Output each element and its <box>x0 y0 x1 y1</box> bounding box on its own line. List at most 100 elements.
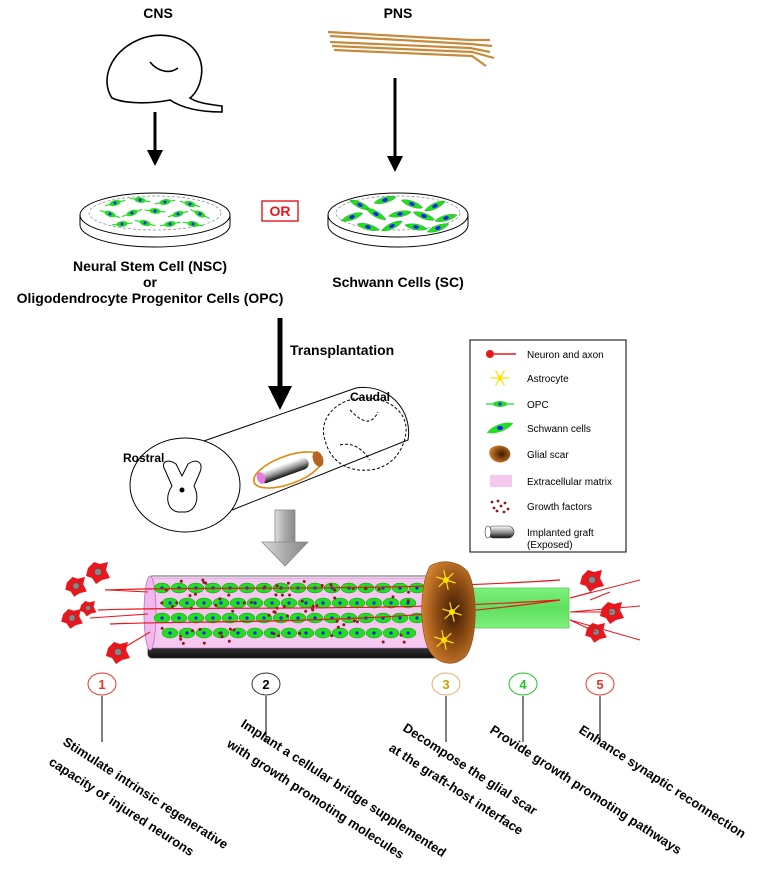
schwann-cell <box>434 214 458 222</box>
astrocyte <box>442 602 462 622</box>
growth-factor-dot <box>267 613 271 617</box>
growth-factor-dot <box>170 604 174 608</box>
graft-cell <box>170 612 188 624</box>
legend-label: Glial scar <box>527 450 569 461</box>
growth-factor-dot <box>311 608 315 612</box>
growth-factor-dot <box>315 604 319 608</box>
axon <box>119 631 151 651</box>
neuron <box>79 601 97 617</box>
step-number: 5 <box>596 677 603 692</box>
growth-factor-dot <box>218 597 222 601</box>
schwann-cell <box>426 223 450 233</box>
graft-cell <box>348 627 366 639</box>
cns-label: CNS <box>143 5 173 21</box>
growth-factor-dot <box>160 626 164 630</box>
neuron <box>86 562 110 584</box>
growth-factor-dot <box>333 588 337 592</box>
opc-cell <box>104 199 126 207</box>
growth-factor-dot <box>193 592 197 596</box>
graft-cell <box>399 597 417 609</box>
growth-factor-dot <box>286 614 289 618</box>
graft-cell <box>229 627 247 639</box>
cylinder-graft <box>253 451 324 489</box>
graft-cell <box>280 627 298 639</box>
graft-cell <box>399 627 417 639</box>
legend-item: Schwann cells <box>486 422 591 435</box>
ecm-icon <box>490 475 512 487</box>
growth-factor-dot <box>175 601 179 605</box>
growth-factor-dot <box>231 609 235 613</box>
sc-petri-dish <box>327 192 469 248</box>
rostral-label: Rostral <box>123 451 164 465</box>
spinal-cord-cylinder <box>129 386 410 533</box>
schwann-cell <box>388 210 412 218</box>
astrocyte <box>434 630 454 650</box>
dendrite <box>589 591 611 601</box>
nsc-petri-dish <box>79 192 231 248</box>
schwann-cell <box>404 223 428 231</box>
or-box: OR <box>261 200 299 222</box>
graft-cell <box>348 597 366 609</box>
step-number-badge <box>585 672 615 696</box>
opc-cell <box>167 210 189 218</box>
step-number-badge <box>508 672 538 696</box>
glial-scar-icon <box>489 445 511 463</box>
graft-cell <box>306 612 324 624</box>
growth-factor-dot <box>352 619 356 623</box>
growth-factor-dot <box>399 633 403 637</box>
opc-cell <box>179 200 201 208</box>
growth-factor-dot <box>272 632 276 636</box>
graft-cell <box>221 612 239 624</box>
growth-factor-dot <box>406 599 410 603</box>
growth-factor-dot <box>342 623 346 627</box>
growth-factor-dot <box>272 610 276 614</box>
schwann-cell <box>400 199 424 209</box>
pns-label: PNS <box>384 5 413 21</box>
growth-factor-dot <box>407 590 410 594</box>
legend-item: Neuron and axon <box>486 350 604 361</box>
step-number-badge <box>431 672 461 696</box>
growth-factor-dot <box>214 603 218 607</box>
step-number: 2 <box>262 677 269 692</box>
axon <box>569 619 597 633</box>
opc-cell <box>190 209 210 219</box>
step-number: 4 <box>519 677 527 692</box>
legend-label-line2: (Exposed) <box>527 540 573 551</box>
dendrite <box>569 579 641 599</box>
opc-cell <box>99 209 121 219</box>
schwann-cell <box>373 196 397 204</box>
legend-label: Implanted graft <box>527 528 594 539</box>
pns-down-arrow <box>387 78 403 172</box>
legend-item: OPC <box>486 400 549 411</box>
graft-cell <box>297 597 315 609</box>
axon <box>97 599 561 611</box>
neuron <box>65 577 87 597</box>
step-number-badge <box>87 672 117 696</box>
neuron <box>106 642 130 664</box>
nsc-label-line2: or <box>143 274 158 290</box>
schwann-cell-icon <box>486 422 514 434</box>
schwann-cell <box>365 208 387 220</box>
graft-cell <box>331 597 349 609</box>
growth-factor-dot <box>179 579 183 583</box>
growth-factor-dot <box>202 580 206 584</box>
step-text-line2: with growth promoting molecules <box>224 735 407 861</box>
growth-factor-dot <box>391 595 395 599</box>
graft-cell <box>153 612 171 624</box>
graft-cell <box>263 627 281 639</box>
growth-factor-dot <box>181 641 185 645</box>
growth-factor-dot <box>242 601 246 605</box>
opc-cell <box>144 208 166 214</box>
opc-cell <box>154 199 176 205</box>
zoom-down-arrow <box>261 509 309 567</box>
neuron <box>585 623 607 643</box>
growth-factor-dot <box>191 629 194 633</box>
graft-cell <box>297 627 315 639</box>
growth-factor-dot <box>202 641 206 645</box>
step-number-badge <box>251 672 281 696</box>
neuron-icon <box>486 350 516 358</box>
legend-item: Astrocyte <box>491 369 569 387</box>
axon <box>109 599 561 625</box>
